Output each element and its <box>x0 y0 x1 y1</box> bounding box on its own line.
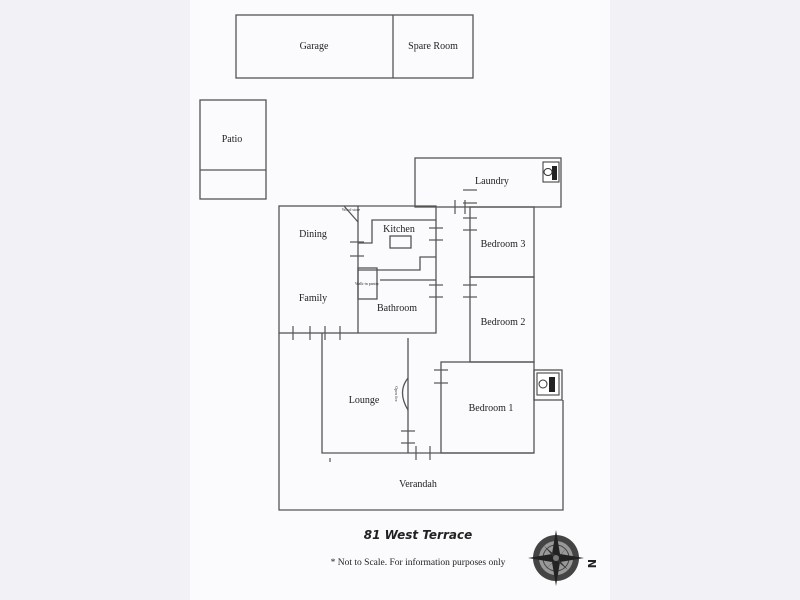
house-walls <box>278 157 564 511</box>
kitchen-label: Kitchen <box>383 224 415 235</box>
bedroom3-label: Bedroom 3 <box>481 239 526 250</box>
verandah-label: Verandah <box>399 479 437 490</box>
toilet-icon <box>542 161 560 183</box>
north-label: N <box>585 559 598 568</box>
lounge-label: Lounge <box>349 395 380 406</box>
wood-store-label: Wood store <box>342 207 360 212</box>
bedroom1-label: Bedroom 1 <box>469 403 514 414</box>
patio-block <box>199 99 267 200</box>
property-title: 81 West Terrace <box>364 528 473 542</box>
family-label: Family <box>299 293 327 304</box>
compass-rose-icon <box>528 530 584 586</box>
open-fire-label: Open fire <box>394 386 399 401</box>
disclaimer-note: * Not to Scale. For information purposes… <box>331 557 506 568</box>
laundry-label: Laundry <box>475 176 509 187</box>
garage-block <box>235 14 474 79</box>
garage-label: Garage <box>300 41 329 52</box>
spare-room-label: Spare Room <box>408 41 458 52</box>
dining-label: Dining <box>299 229 327 240</box>
bedroom2-label: Bedroom 2 <box>481 317 526 328</box>
toilet-icon <box>536 372 560 396</box>
patio-label: Patio <box>222 134 243 145</box>
walk-in-pantry-label: Walk-in pantry <box>355 281 379 286</box>
bathroom-label: Bathroom <box>377 303 417 314</box>
